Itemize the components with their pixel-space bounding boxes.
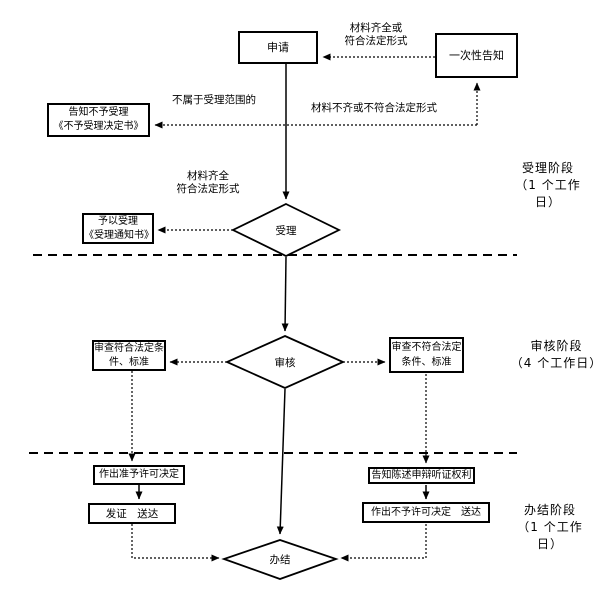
edge-review-to-complete xyxy=(276,388,286,535)
node-complete-diamond-label: 办结 xyxy=(269,554,291,566)
node-accept-diamond-label: 受理 xyxy=(275,225,297,237)
edge-label-complete-legal: 材料齐全 符合法定形式 xyxy=(176,170,240,195)
phase-label-complete: 办结阶段 （1 个工作 日） xyxy=(517,503,583,551)
node-review-pass: 审查符合法定条 件、标准 xyxy=(92,340,166,371)
node-inform-rights: 告知陈述申辩听证权利 xyxy=(368,467,475,484)
phase-label-review: 审核阶段 （4 个工作日） xyxy=(510,339,603,370)
node-accept-notice: 予以受理 《受理通知书》 xyxy=(82,213,154,244)
node-one-time-notice: 一次性告知 xyxy=(435,33,518,78)
phase-label-accept: 受理阶段 （1 个工作 日） xyxy=(515,161,581,209)
node-deny-decision: 作出不予许可决定 送达 xyxy=(362,502,490,523)
node-review-diamond-label: 审核 xyxy=(274,357,296,369)
node-apply: 申请 xyxy=(238,31,318,64)
accept-diamond-shape xyxy=(230,202,342,258)
complete-diamond-shape xyxy=(221,539,339,580)
edge-label-incomplete-or-illegal: 材料不齐或不符合法定形式 xyxy=(311,102,437,114)
node-reject-notice: 告知不予受理 《不予受理决定书》 xyxy=(47,103,150,137)
edge-accept-to-review xyxy=(281,256,289,332)
edge-deny-to-complete xyxy=(340,524,427,562)
edge-label-complete-or-legal: 材料齐全或 符合法定形式 xyxy=(344,22,408,47)
review-diamond-shape xyxy=(224,335,346,389)
edge-label-out-of-scope: 不属于受理范围的 xyxy=(172,94,256,106)
node-review-fail: 审查不符合法定 条件、标准 xyxy=(389,337,464,373)
node-grant-decision: 作出准予许可决定 xyxy=(93,465,185,485)
node-issue-deliver: 发证 送达 xyxy=(88,503,176,524)
edge-issue-to-complete xyxy=(131,524,220,562)
